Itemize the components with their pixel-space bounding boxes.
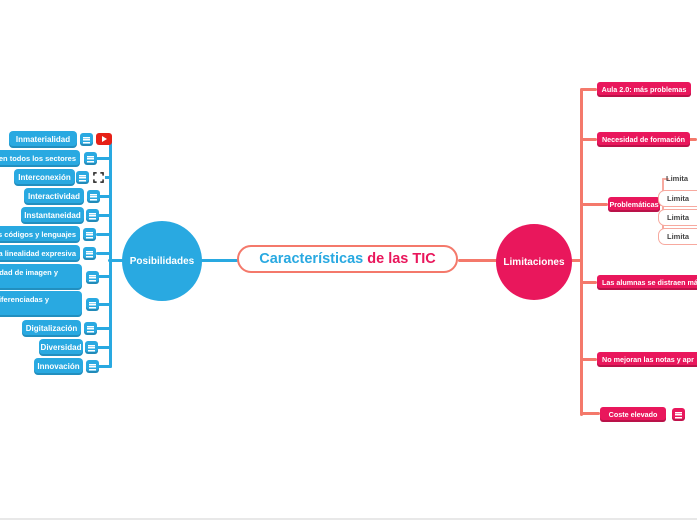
connector-line (96, 157, 112, 160)
connector-line (458, 259, 498, 262)
youtube-icon[interactable] (96, 133, 112, 145)
branch-spine-left (109, 138, 112, 368)
menu-icon[interactable] (86, 209, 99, 222)
central-topic-text-blue: Características (259, 251, 364, 267)
menu-icon[interactable] (85, 341, 98, 354)
connector-line (581, 281, 597, 284)
node-coste-elevado[interactable]: Coste elevado (600, 407, 666, 422)
connector-line (581, 412, 600, 415)
node-interactividad[interactable]: Interactividad (24, 188, 84, 205)
branch-spine-right (580, 88, 583, 416)
menu-icon[interactable] (84, 152, 97, 165)
menu-icon[interactable] (83, 228, 96, 241)
connector-line (581, 138, 597, 141)
node-limitacion-child[interactable]: Limita (658, 209, 697, 226)
node-inmaterialidad[interactable]: Inmaterialidad (9, 131, 77, 148)
node-diferenciadas[interactable]: diferenciadas y (0, 291, 82, 317)
node-digitalizacion[interactable]: Digitalización (22, 320, 81, 337)
node-diversidad[interactable]: Diversidad (39, 339, 83, 356)
menu-icon[interactable] (87, 190, 100, 203)
menu-icon[interactable] (672, 408, 685, 421)
central-topic[interactable]: Características de las TIC (237, 245, 458, 273)
node-en-todos-los-sectores[interactable]: n en todos los sectores (0, 150, 80, 167)
node-interconexion[interactable]: Interconexión (14, 169, 75, 186)
menu-icon[interactable] (80, 133, 93, 146)
connector-line (688, 138, 697, 141)
menu-icon[interactable] (86, 360, 99, 373)
connector-line (581, 358, 597, 361)
connector-line (96, 365, 112, 368)
menu-icon[interactable] (86, 298, 99, 311)
connector-line (662, 178, 669, 180)
node-necesidad-formacion[interactable]: Necesidad de formación (597, 132, 690, 147)
connector-line (96, 275, 112, 278)
branch-limitaciones[interactable]: Limitaciones (496, 224, 572, 300)
node-calidad-imagen[interactable]: idad de imagen y (0, 264, 82, 290)
connector-line (96, 303, 112, 306)
connector-line (96, 195, 112, 198)
central-topic-text-pink: de las TIC (363, 251, 436, 267)
menu-icon[interactable] (86, 271, 99, 284)
expand-icon[interactable] (92, 171, 105, 184)
connector-line (96, 252, 112, 255)
node-alumnas-distraen[interactable]: Las alumnas se distraen má (597, 275, 697, 290)
node-aula-2-0[interactable]: Aula 2.0: más problemas (597, 82, 691, 97)
node-limitacion-child[interactable]: Limita (666, 174, 689, 183)
node-codigos-y-lenguajes[interactable]: os códigos y lenguajes (0, 226, 80, 243)
branch-posibilidades[interactable]: Posibilidades (122, 221, 202, 301)
connector-line (96, 327, 112, 330)
menu-icon[interactable] (83, 247, 96, 260)
connector-line (198, 259, 238, 262)
node-problematicas[interactable]: Problemáticas (608, 197, 660, 212)
node-instantaneidad[interactable]: Instantaneidad (21, 207, 84, 224)
node-linealidad-expresiva[interactable]: la linealidad expresiva (0, 245, 80, 262)
menu-icon[interactable] (76, 171, 89, 184)
menu-icon[interactable] (84, 322, 97, 335)
connector-line (96, 233, 112, 236)
connector-line (662, 178, 664, 238)
expand-icon-glyph (93, 172, 104, 183)
node-limitacion-child[interactable]: Limita (658, 228, 697, 245)
connector-line (581, 88, 597, 91)
connector-line (96, 214, 112, 217)
node-limitacion-child[interactable]: Limita (658, 190, 697, 207)
node-no-mejoran-notas[interactable]: No mejoran las notas y apr (597, 352, 697, 367)
node-innovacion[interactable]: Innovación (34, 358, 83, 375)
connector-line (581, 203, 608, 206)
connector-line (568, 259, 583, 262)
connector-line (96, 346, 112, 349)
